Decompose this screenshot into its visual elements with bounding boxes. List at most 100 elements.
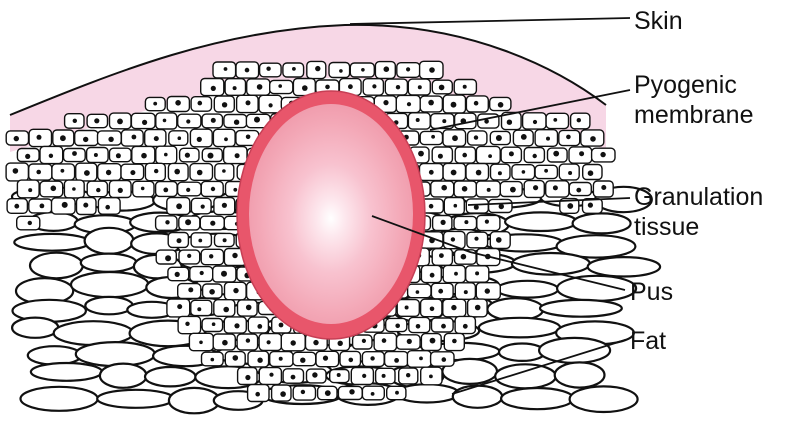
cell-nucleus — [507, 120, 512, 125]
tissue-cell — [329, 63, 350, 78]
cell-nucleus — [339, 69, 343, 73]
tissue-cell — [420, 131, 442, 144]
cell-nucleus — [280, 391, 286, 397]
cell-nucleus — [533, 120, 537, 124]
cell-nucleus — [233, 86, 237, 90]
cell-nucleus — [222, 102, 227, 107]
cell-nucleus — [246, 305, 252, 311]
cell-nucleus — [302, 85, 308, 91]
cell-nucleus — [163, 119, 167, 123]
cell-nucleus — [463, 85, 467, 89]
fat-lobule — [539, 338, 610, 363]
cell-nucleus — [416, 118, 420, 122]
fat-lobule — [85, 297, 132, 314]
cell-nucleus — [371, 392, 375, 396]
cell-nucleus — [60, 135, 66, 141]
cell-nucleus — [338, 341, 343, 346]
cell-nucleus — [37, 135, 42, 140]
fat-lobule — [100, 364, 147, 388]
tissue-cell — [178, 316, 201, 333]
cell-nucleus — [28, 221, 32, 225]
cell-nucleus — [533, 154, 537, 158]
cell-nucleus — [384, 66, 390, 72]
cell-nucleus — [154, 169, 158, 173]
cell-nucleus — [567, 203, 573, 209]
cell-nucleus — [223, 238, 227, 242]
cell-nucleus — [441, 220, 446, 225]
fat-lobule — [453, 386, 502, 408]
cell-nucleus — [406, 67, 410, 71]
cell-nucleus — [325, 390, 331, 396]
cell-nucleus — [130, 170, 135, 175]
cell-nucleus — [163, 188, 168, 193]
cell-nucleus — [430, 338, 436, 344]
cell-nucleus — [164, 153, 168, 157]
fat-lobule — [501, 388, 573, 409]
cell-nucleus — [132, 135, 137, 140]
cell-nucleus — [349, 358, 354, 363]
fat-lobule — [14, 234, 89, 251]
leader-line-skin — [350, 18, 630, 24]
fat-lobule — [97, 390, 174, 408]
cell-nucleus — [301, 390, 305, 394]
cell-nucleus — [255, 392, 260, 397]
cell-nucleus — [522, 170, 526, 174]
cell-nucleus — [233, 188, 237, 192]
cell-nucleus — [291, 375, 296, 380]
fat-lobule — [540, 300, 622, 317]
cell-nucleus — [577, 118, 581, 122]
cell-nucleus — [13, 168, 19, 174]
tissue-cell — [17, 180, 39, 198]
fat-lobule — [588, 257, 660, 276]
cell-nucleus — [451, 170, 457, 176]
cell-nucleus — [178, 136, 182, 140]
cell-nucleus — [429, 67, 435, 73]
cell-nucleus — [382, 338, 387, 343]
cell-nucleus — [36, 170, 41, 175]
cell-nucleus — [474, 237, 478, 241]
cell-nucleus — [51, 186, 57, 192]
fat-lobule — [85, 228, 134, 254]
cell-nucleus — [257, 324, 262, 329]
cell-nucleus — [208, 153, 214, 159]
cell-nucleus — [188, 287, 193, 292]
cell-nucleus — [568, 171, 572, 175]
cell-nucleus — [165, 255, 171, 261]
cell-nucleus — [451, 102, 457, 108]
cell-nucleus — [510, 187, 516, 193]
cell-nucleus — [588, 203, 593, 208]
cell-nucleus — [394, 358, 399, 363]
cell-nucleus — [175, 272, 180, 277]
tissue-cell — [476, 146, 500, 163]
cell-nucleus — [186, 188, 190, 192]
cell-nucleus — [464, 290, 468, 294]
cell-nucleus — [323, 356, 328, 361]
cell-nucleus — [315, 66, 320, 71]
cell-nucleus — [61, 169, 65, 173]
label-granulation-tissue: Granulation tissue — [634, 182, 763, 242]
cell-nucleus — [49, 154, 53, 158]
cell-nucleus — [141, 187, 145, 191]
cell-nucleus — [210, 221, 215, 226]
cell-nucleus — [383, 100, 388, 105]
cell-nucleus — [72, 187, 76, 191]
cell-nucleus — [279, 323, 284, 328]
cell-nucleus — [407, 339, 412, 344]
cell-nucleus — [176, 203, 182, 209]
cell-nucleus — [211, 118, 216, 123]
cell-nucleus — [28, 188, 32, 192]
cell-nucleus — [429, 204, 434, 209]
cell-nucleus — [197, 137, 202, 142]
cell-nucleus — [553, 151, 559, 157]
fat-lobule — [71, 272, 148, 297]
cell-nucleus — [14, 204, 19, 209]
cell-nucleus — [223, 307, 229, 313]
cell-nucleus — [118, 188, 123, 193]
cell-nucleus — [463, 324, 468, 329]
fat-lobule — [573, 213, 631, 233]
cell-nucleus — [475, 305, 481, 311]
cell-nucleus — [395, 391, 399, 395]
cell-nucleus — [245, 375, 250, 380]
cell-nucleus — [233, 355, 239, 361]
cell-nucleus — [601, 185, 606, 190]
